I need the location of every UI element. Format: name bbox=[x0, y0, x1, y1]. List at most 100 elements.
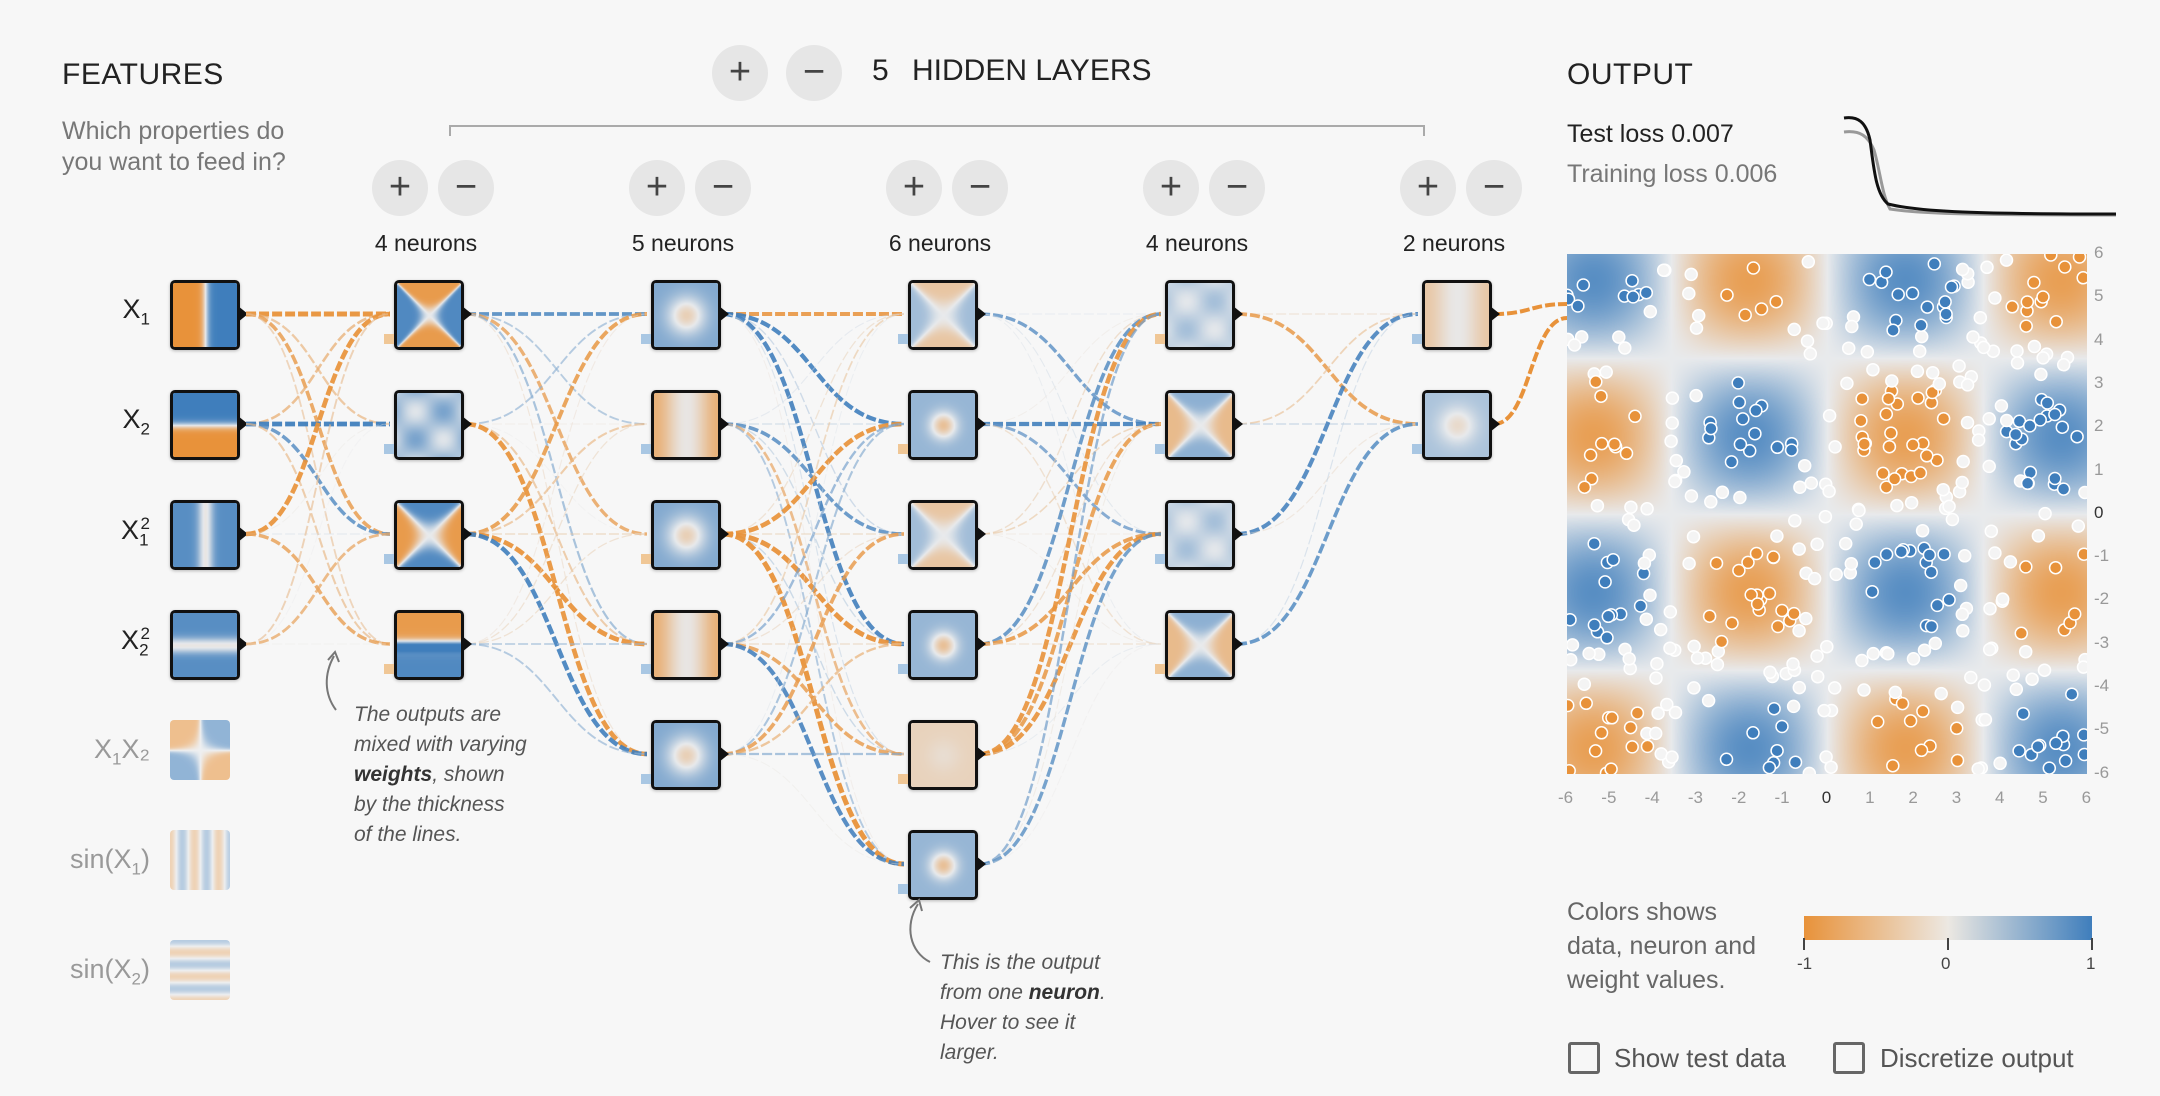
remove-neuron-button[interactable]: − bbox=[952, 160, 1008, 216]
show-test-data-checkbox[interactable] bbox=[1568, 1042, 1600, 1074]
neuron-bias[interactable] bbox=[898, 884, 908, 894]
neuron-node[interactable] bbox=[908, 610, 978, 680]
weight-link[interactable] bbox=[979, 312, 1162, 866]
feature-node[interactable] bbox=[170, 280, 240, 350]
weight-link[interactable] bbox=[245, 532, 391, 646]
weight-link[interactable] bbox=[1236, 422, 1419, 646]
remove-neuron-button[interactable]: − bbox=[1209, 160, 1265, 216]
neuron-node[interactable] bbox=[651, 610, 721, 680]
weight-link[interactable] bbox=[722, 532, 905, 756]
feature-node[interactable] bbox=[170, 500, 240, 570]
weight-link[interactable] bbox=[722, 313, 905, 535]
output-link[interactable] bbox=[1493, 302, 1568, 316]
weight-link[interactable] bbox=[1236, 313, 1419, 645]
discretize-output-checkbox[interactable] bbox=[1833, 1042, 1865, 1074]
weight-link[interactable] bbox=[465, 312, 648, 536]
neuron-bias[interactable] bbox=[1412, 444, 1422, 454]
neuron-bias[interactable] bbox=[641, 554, 651, 564]
add-neuron-button[interactable]: + bbox=[886, 160, 942, 216]
weight-link[interactable] bbox=[722, 313, 905, 755]
neuron-node[interactable] bbox=[651, 720, 721, 790]
neuron-node[interactable] bbox=[651, 280, 721, 350]
neuron-node[interactable] bbox=[1422, 390, 1492, 460]
neuron-bias[interactable] bbox=[1155, 334, 1165, 344]
neuron-node[interactable] bbox=[394, 500, 464, 570]
feature-node[interactable] bbox=[170, 940, 230, 1000]
add-neuron-button[interactable]: + bbox=[629, 160, 685, 216]
weight-link[interactable] bbox=[245, 423, 391, 645]
neuron-bias[interactable] bbox=[1155, 444, 1165, 454]
remove-layer-button[interactable]: − bbox=[786, 45, 842, 101]
feature-node[interactable] bbox=[170, 830, 230, 890]
weight-link[interactable] bbox=[722, 313, 905, 425]
neuron-node[interactable] bbox=[1165, 280, 1235, 350]
neuron-node[interactable] bbox=[394, 390, 464, 460]
neuron-bias[interactable] bbox=[384, 444, 394, 454]
neuron-node[interactable] bbox=[1165, 390, 1235, 460]
add-neuron-button[interactable]: + bbox=[1143, 160, 1199, 216]
neuron-node[interactable] bbox=[1165, 500, 1235, 570]
neuron-node[interactable] bbox=[1422, 280, 1492, 350]
neuron-bias[interactable] bbox=[1155, 664, 1165, 674]
neuron-bias[interactable] bbox=[898, 554, 908, 564]
weight-link[interactable] bbox=[722, 422, 905, 756]
remove-neuron-button[interactable]: − bbox=[438, 160, 494, 216]
neuron-node[interactable] bbox=[651, 500, 721, 570]
remove-neuron-button[interactable]: − bbox=[1466, 160, 1522, 216]
neuron-bias[interactable] bbox=[898, 774, 908, 784]
neuron-node[interactable] bbox=[1165, 610, 1235, 680]
weight-link[interactable] bbox=[245, 311, 391, 537]
neuron-node[interactable] bbox=[908, 720, 978, 790]
show-test-data-label[interactable]: Show test data bbox=[1614, 1043, 1786, 1073]
neuron-bias[interactable] bbox=[384, 554, 394, 564]
weight-link[interactable] bbox=[465, 643, 648, 755]
weight-link[interactable] bbox=[1236, 313, 1419, 425]
weight-link[interactable] bbox=[465, 531, 648, 757]
feature-node[interactable] bbox=[170, 720, 230, 780]
weight-link[interactable] bbox=[245, 422, 391, 646]
neuron-bias[interactable] bbox=[641, 774, 651, 784]
add-neuron-button[interactable]: + bbox=[1400, 160, 1456, 216]
weight-link[interactable] bbox=[1236, 311, 1419, 537]
weight-link[interactable] bbox=[979, 312, 1162, 426]
weight-link[interactable] bbox=[722, 753, 905, 865]
neuron-node[interactable] bbox=[651, 390, 721, 460]
neuron-bias[interactable] bbox=[898, 334, 908, 344]
neuron-bias[interactable] bbox=[384, 664, 394, 674]
weight-link[interactable] bbox=[979, 531, 1162, 757]
weight-link[interactable] bbox=[979, 313, 1162, 425]
weight-link[interactable] bbox=[465, 533, 648, 645]
neuron-bias[interactable] bbox=[898, 664, 908, 674]
neuron-node[interactable] bbox=[908, 280, 978, 350]
weight-link[interactable] bbox=[245, 313, 391, 645]
neuron-bias[interactable] bbox=[898, 444, 908, 454]
weight-link[interactable] bbox=[722, 642, 905, 756]
add-neuron-button[interactable]: + bbox=[372, 160, 428, 216]
neuron-node[interactable] bbox=[908, 830, 978, 900]
weight-link[interactable] bbox=[722, 422, 905, 646]
neuron-node[interactable] bbox=[908, 390, 978, 460]
neuron-bias[interactable] bbox=[1155, 554, 1165, 564]
neuron-bias[interactable] bbox=[641, 334, 651, 344]
neuron-node[interactable] bbox=[394, 280, 464, 350]
neuron-node[interactable] bbox=[908, 500, 978, 570]
output-link[interactable] bbox=[1493, 316, 1568, 426]
weight-link[interactable] bbox=[979, 312, 1162, 646]
add-layer-button[interactable]: + bbox=[712, 45, 768, 101]
neuron-bias[interactable] bbox=[384, 334, 394, 344]
weight-link[interactable] bbox=[722, 311, 905, 427]
neuron-bias[interactable] bbox=[641, 444, 651, 454]
weight-link[interactable] bbox=[465, 313, 648, 645]
weight-link[interactable] bbox=[979, 311, 1162, 757]
weight-link[interactable] bbox=[245, 312, 391, 426]
weight-link[interactable] bbox=[465, 313, 648, 425]
discretize-output-label[interactable]: Discretize output bbox=[1880, 1043, 2074, 1073]
weight-link[interactable] bbox=[979, 313, 1162, 535]
weight-link[interactable] bbox=[722, 313, 905, 645]
weight-link[interactable] bbox=[465, 422, 648, 536]
weight-link[interactable] bbox=[979, 423, 1162, 865]
weight-link[interactable] bbox=[722, 641, 905, 867]
weight-link[interactable] bbox=[1236, 423, 1419, 535]
weight-link[interactable] bbox=[979, 532, 1162, 866]
weight-link[interactable] bbox=[465, 423, 648, 645]
